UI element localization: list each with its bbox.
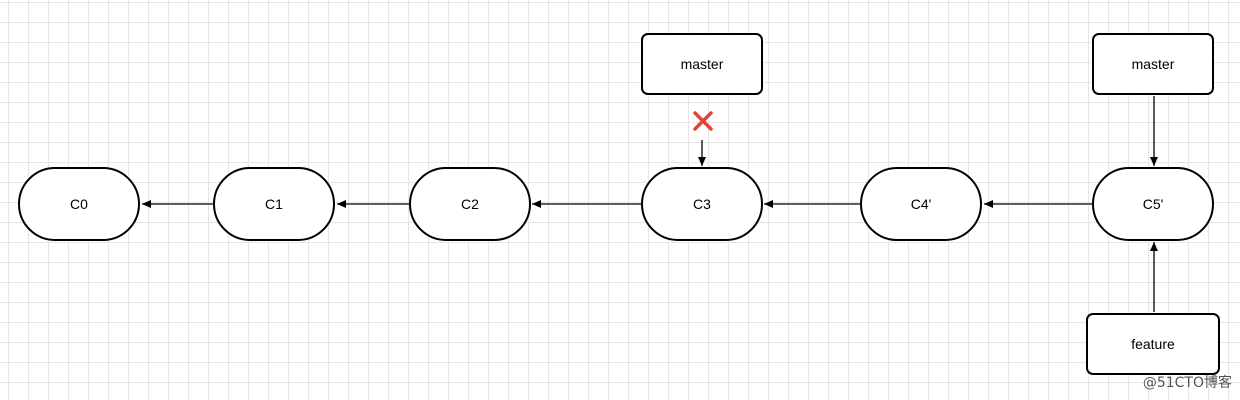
branch-master: master — [1092, 33, 1214, 95]
branch-master-old: master — [641, 33, 763, 95]
commit-label: C3 — [693, 196, 711, 212]
watermark: @51CTO博客 — [1142, 375, 1232, 391]
commit-c2: C2 — [409, 167, 531, 241]
cross-icon — [693, 111, 713, 131]
commit-c5-prime: C5' — [1092, 167, 1214, 241]
commit-c0: C0 — [18, 167, 140, 241]
branch-label: master — [1131, 56, 1175, 72]
commit-label: C0 — [70, 196, 88, 212]
commit-label: C5' — [1142, 196, 1164, 212]
branch-label: master — [680, 56, 724, 72]
commit-c3: C3 — [641, 167, 763, 241]
commit-c1: C1 — [213, 167, 335, 241]
branch-feature: feature — [1086, 313, 1220, 375]
branch-label: feature — [1131, 336, 1175, 352]
commit-label: C2 — [461, 196, 479, 212]
commit-label: C4' — [910, 196, 932, 212]
commit-label: C1 — [265, 196, 283, 212]
commit-c4-prime: C4' — [860, 167, 982, 241]
